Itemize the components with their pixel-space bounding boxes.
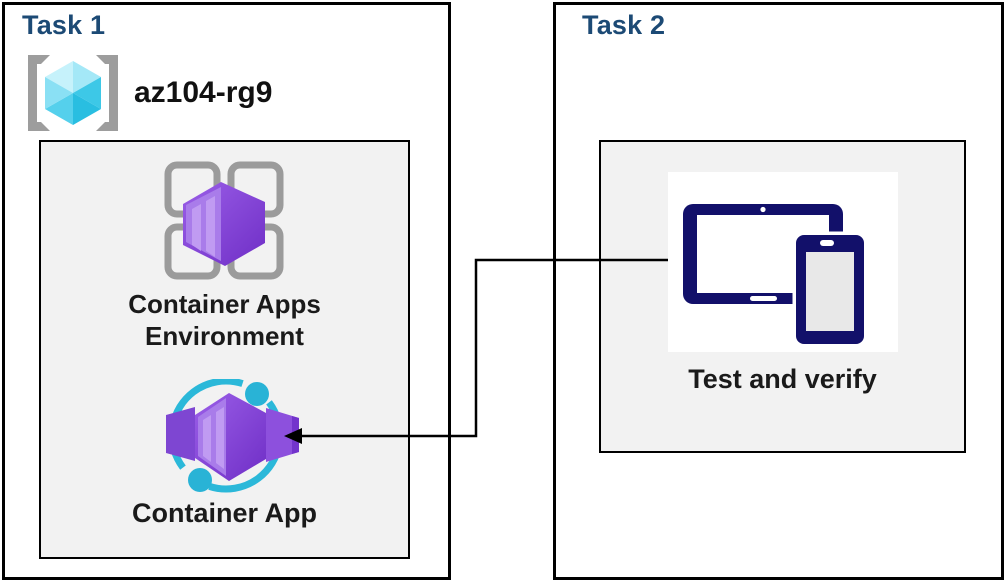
container-apps-environment-label: Container Apps Environment — [128, 289, 321, 351]
task2-title: Task 2 — [582, 10, 666, 40]
task1-title: Task 1 — [22, 10, 106, 40]
task1-panel: Task 1 az104-rg9 — [2, 2, 451, 580]
task2-inner-box: Test and verify — [599, 140, 966, 453]
test-verify-plate — [668, 172, 898, 352]
container-apps-environment-icon — [164, 161, 284, 280]
task1-inner-box: Container Apps Environment Container — [39, 140, 410, 559]
resource-group-icon — [28, 55, 118, 131]
test-verify-label: Test and verify — [688, 364, 877, 394]
resource-group: az104-rg9 — [28, 55, 272, 131]
task2-panel: Task 2 Test and verify — [553, 2, 1004, 580]
container-app-icon — [166, 379, 299, 493]
devices-icon — [683, 204, 868, 347]
resource-group-name: az104-rg9 — [134, 76, 273, 109]
container-app-label: Container App — [132, 498, 317, 528]
